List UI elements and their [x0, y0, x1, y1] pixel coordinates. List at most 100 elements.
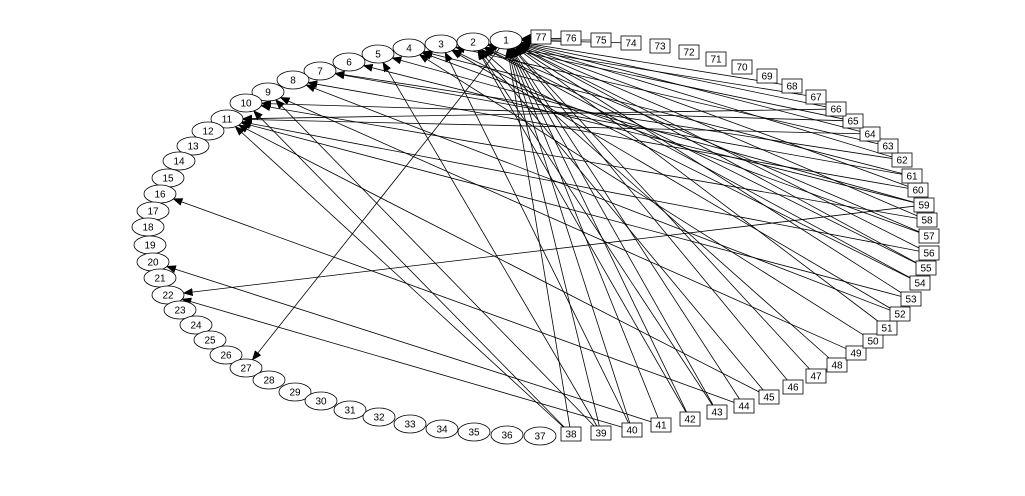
- node-label: 43: [711, 408, 723, 419]
- node-label: 60: [912, 186, 924, 197]
- node-47: 47: [805, 368, 827, 384]
- node-33: 33: [393, 414, 427, 434]
- node-31: 31: [333, 400, 367, 420]
- node-label: 76: [565, 34, 577, 45]
- node-70: 70: [731, 59, 753, 75]
- node-label: 42: [684, 415, 696, 426]
- node-label: 9: [265, 88, 271, 99]
- edge-51-to-1: [514, 46, 878, 322]
- node-label: 67: [810, 93, 822, 104]
- node-label: 48: [831, 361, 843, 372]
- edge-60-to-1: [518, 44, 909, 187]
- node-label: 66: [830, 105, 842, 116]
- edge-61-to-4: [422, 50, 903, 174]
- node-45: 45: [758, 389, 780, 405]
- node-2: 2: [456, 32, 490, 52]
- node-label: 65: [847, 117, 859, 128]
- node-label: 59: [918, 201, 930, 212]
- node-box: [650, 417, 672, 433]
- node-10: 10: [229, 93, 263, 113]
- node-ellipse: [393, 414, 427, 434]
- node-box: [918, 228, 940, 244]
- node-box: [782, 379, 804, 395]
- node-label: 38: [565, 430, 577, 441]
- edge-58-to-10: [260, 103, 918, 219]
- node-label: 37: [534, 432, 546, 443]
- edges-layer: [165, 33, 920, 428]
- edge-66-to-11: [241, 108, 827, 123]
- edge-42-to-1: [509, 47, 687, 413]
- edge-40-to-1: [507, 47, 631, 424]
- edge-43-to-2: [478, 49, 713, 406]
- node-3: 3: [424, 34, 458, 54]
- node-30: 30: [304, 391, 338, 411]
- node-label: 51: [881, 324, 893, 335]
- edge-57-to-2: [484, 47, 920, 233]
- edge-43-to-1: [510, 47, 714, 406]
- node-36: 36: [490, 425, 524, 445]
- node-13: 13: [176, 136, 210, 156]
- node-49: 49: [845, 345, 867, 361]
- node-box: [845, 345, 867, 361]
- edge-68-to-1: [520, 39, 783, 85]
- node-51: 51: [876, 320, 898, 336]
- edge-38-to-10: [253, 110, 565, 428]
- nodes-layer: 1234567891011121314151617181920212223242…: [131, 29, 940, 446]
- node-box: [876, 320, 898, 336]
- node-34: 34: [425, 419, 459, 439]
- node-ellipse: [425, 419, 459, 439]
- node-label: 12: [202, 127, 214, 138]
- node-ellipse: [276, 70, 310, 90]
- node-ellipse: [163, 300, 197, 320]
- node-label: 57: [923, 232, 935, 243]
- node-box: [678, 44, 700, 60]
- node-52: 52: [889, 306, 911, 322]
- node-label: 69: [761, 72, 773, 83]
- node-label: 54: [914, 279, 926, 290]
- node-box: [621, 422, 643, 438]
- node-box: [805, 368, 827, 384]
- edge-66-to-1: [520, 41, 827, 108]
- node-box: [706, 404, 728, 420]
- node-label: 74: [625, 39, 637, 50]
- node-ellipse: [333, 400, 367, 420]
- node-29: 29: [278, 382, 312, 402]
- node-77: 77: [530, 29, 552, 45]
- node-65: 65: [842, 113, 864, 129]
- node-label: 27: [240, 364, 252, 375]
- node-ellipse: [191, 121, 225, 141]
- edge-57-to-4: [421, 52, 920, 233]
- node-label: 71: [710, 55, 722, 66]
- node-label: 8: [290, 76, 296, 87]
- edge-52-to-3: [451, 49, 891, 309]
- edge-52-to-8: [305, 84, 891, 311]
- node-6: 6: [332, 52, 366, 72]
- edge-56-to-1: [517, 45, 920, 249]
- node-label: 64: [864, 130, 876, 141]
- node-box: [805, 89, 827, 105]
- node-ellipse: [210, 109, 244, 129]
- node-43: 43: [706, 404, 728, 420]
- node-39: 39: [590, 425, 612, 441]
- node-label: 63: [882, 142, 894, 153]
- node-label: 19: [144, 241, 156, 252]
- edge-55-to-2: [484, 47, 917, 264]
- node-label: 25: [204, 336, 216, 347]
- edge-44-to-16: [172, 198, 735, 403]
- edge-40-to-22: [181, 297, 623, 428]
- node-53: 53: [900, 291, 922, 307]
- node-label: 62: [896, 156, 908, 167]
- node-box: [915, 260, 937, 276]
- node-box: [877, 138, 899, 154]
- node-24: 24: [179, 315, 213, 335]
- node-7: 7: [303, 61, 337, 81]
- node-11: 11: [210, 109, 244, 129]
- node-38: 38: [560, 426, 582, 442]
- node-label: 30: [315, 397, 327, 408]
- node-ellipse: [489, 30, 523, 50]
- node-label: 2: [470, 38, 476, 49]
- node-5: 5: [361, 44, 395, 64]
- node-label: 52: [894, 310, 906, 321]
- node-61: 61: [901, 168, 923, 184]
